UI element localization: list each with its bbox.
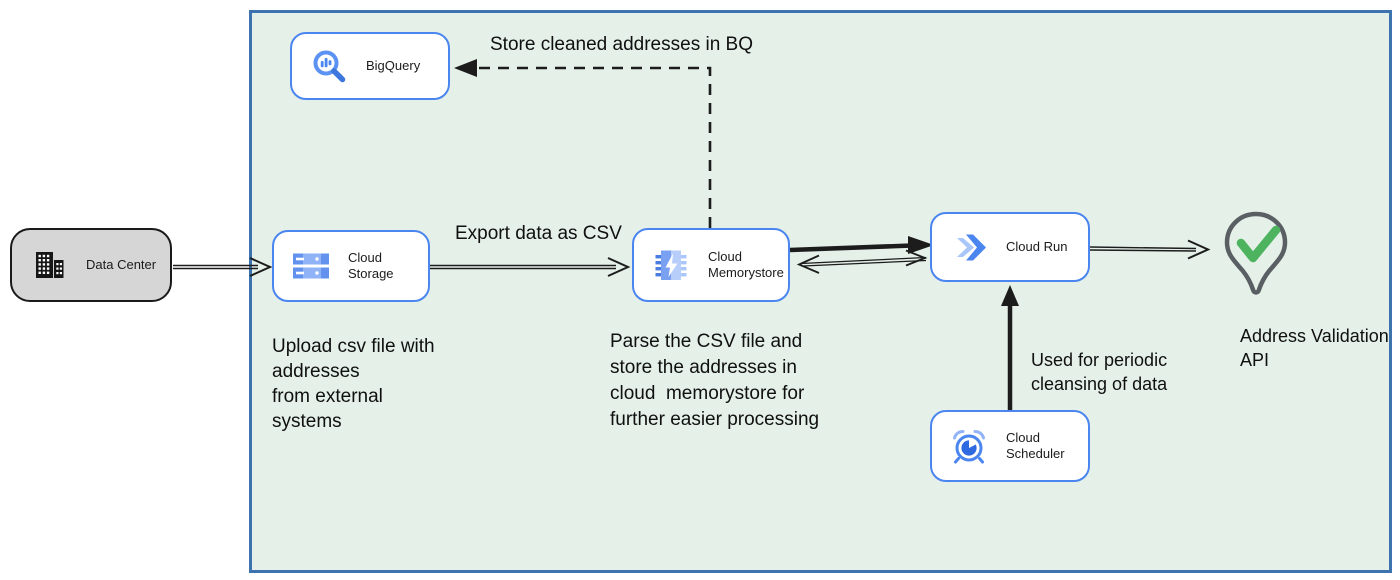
node-data-center[interactable]: Data Center [10,228,172,302]
annotation-store-bq: Store cleaned addresses in BQ [490,34,753,55]
annotation-parse-csv: Parse the CSV file and store the address… [610,331,820,430]
annotation-periodic-cleansing: Used for periodic cleansing of data [1031,350,1168,394]
node-cloud-run[interactable]: Cloud Run [930,212,1090,282]
gcp-boundary-box [249,10,1392,573]
node-label-cloud-run: Cloud Run [1006,238,1068,254]
node-label-data-center: Data Center [86,256,157,272]
node-label-cloud-storage: Cloud Storage [348,249,394,281]
address-validation-pin-icon[interactable] [1218,206,1294,308]
alarm-clock-icon [953,430,985,464]
annotation-upload-csv: Upload csv file with addresses from exte… [272,336,435,432]
check-icon [1236,225,1281,263]
node-label-cloud-scheduler: Cloud Scheduler [1006,429,1065,461]
bigquery-magnifier-icon [313,50,346,83]
node-label-bigquery: BigQuery [366,57,421,73]
building-icon [36,252,64,278]
memorystore-chip-icon [655,250,687,280]
node-bigquery[interactable]: BigQuery [290,32,450,100]
cloud-run-chevrons-icon [957,234,986,261]
annotation-address-validation-api: Address Validation API [1240,326,1389,370]
annotation-export-csv: Export data as CSV [455,223,622,244]
storage-buckets-icon [293,253,329,279]
node-cloud-memorystore[interactable]: Cloud Memorystore [632,228,790,302]
node-cloud-scheduler[interactable]: Cloud Scheduler [930,410,1090,482]
node-label-cloud-memorystore: Cloud Memorystore [708,248,784,280]
node-cloud-storage[interactable]: Cloud Storage [272,230,430,302]
